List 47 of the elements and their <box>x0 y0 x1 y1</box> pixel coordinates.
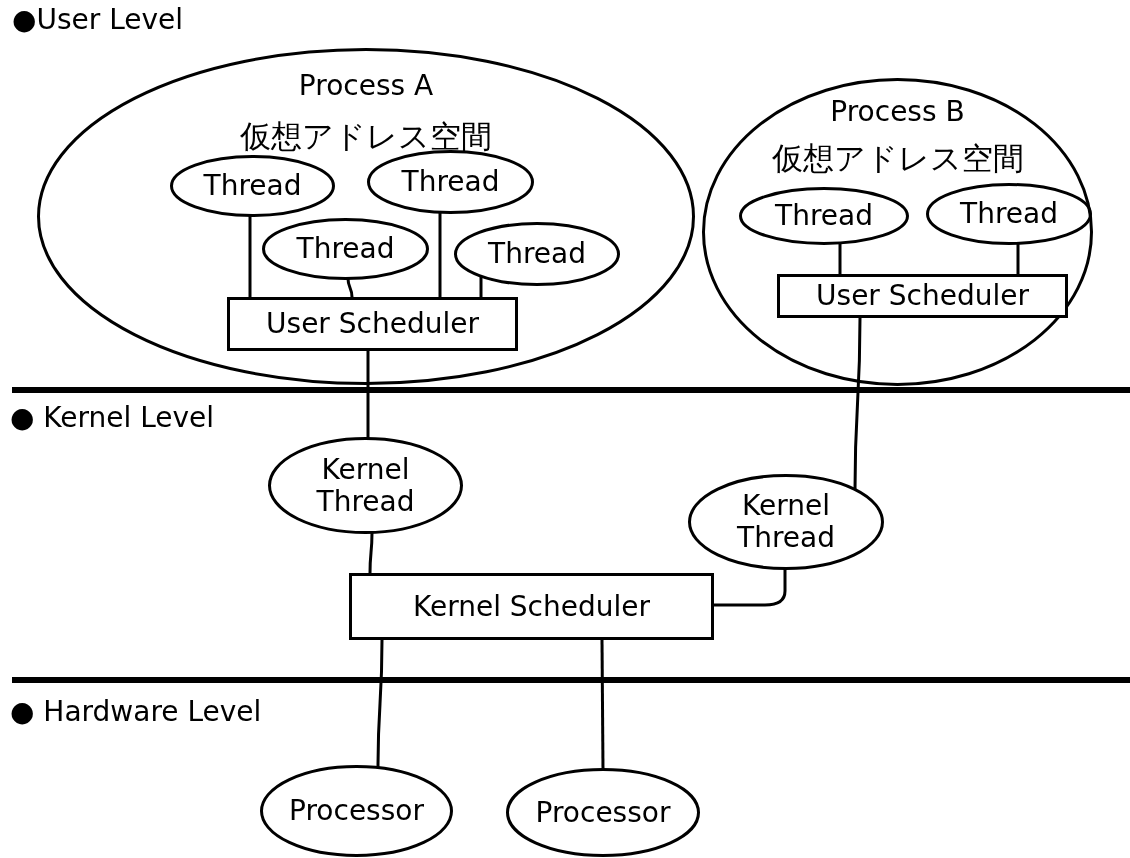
scheduler-box <box>227 297 518 351</box>
node-title: User Scheduler <box>265 308 480 340</box>
node-title: Thread <box>295 233 396 265</box>
kernel-thread-ellipse <box>268 437 463 534</box>
connector-line <box>714 568 787 607</box>
connector-line <box>853 318 862 490</box>
scheduler-box <box>777 274 1068 318</box>
node-title: Thread <box>202 170 303 202</box>
level-label: ●User Level <box>12 4 184 36</box>
process-ellipse <box>702 78 1093 386</box>
connector-line <box>479 276 483 297</box>
level-label: ● Hardware Level <box>10 696 262 728</box>
process-ellipse <box>37 48 695 385</box>
thread-ellipse <box>454 222 620 286</box>
thread-ellipse <box>926 183 1092 245</box>
connector-line <box>346 278 354 298</box>
thread-ellipse <box>367 150 534 214</box>
connector-line <box>366 351 370 439</box>
node-subtitle: 仮想アドレス空間 <box>239 118 493 154</box>
node-title: Kernel Scheduler <box>411 590 651 623</box>
node-title: User Scheduler <box>815 280 1030 312</box>
node-title: Process B <box>829 96 966 128</box>
scheduler-box <box>349 573 714 640</box>
processor-ellipse <box>260 765 453 857</box>
kernel-thread-ellipse <box>688 474 884 570</box>
node-title: Processor <box>288 795 425 827</box>
node-title: Thread <box>400 166 501 198</box>
node-title: Kernel Thread <box>315 453 416 518</box>
node-title: Thread <box>487 238 587 270</box>
node-subtitle: 仮想アドレス空間 <box>770 140 1025 176</box>
connector-line <box>600 640 605 770</box>
node-title: Processor <box>534 796 672 829</box>
thread-ellipse <box>262 218 429 280</box>
processor-ellipse <box>506 768 700 857</box>
connector-line <box>1016 243 1020 274</box>
connector-line <box>376 640 384 768</box>
connector-line <box>838 243 842 274</box>
connector-line <box>438 212 442 297</box>
node-title: Thread <box>959 198 1059 230</box>
thread-ellipse <box>739 187 909 245</box>
level-label: ● Kernel Level <box>10 402 215 434</box>
node-title: Thread <box>774 200 874 232</box>
connector-line <box>368 532 374 573</box>
node-title: Process A <box>297 70 435 102</box>
thread-ellipse <box>170 155 335 217</box>
connector-line <box>248 215 252 297</box>
node-title: Kernel Thread <box>736 490 836 554</box>
